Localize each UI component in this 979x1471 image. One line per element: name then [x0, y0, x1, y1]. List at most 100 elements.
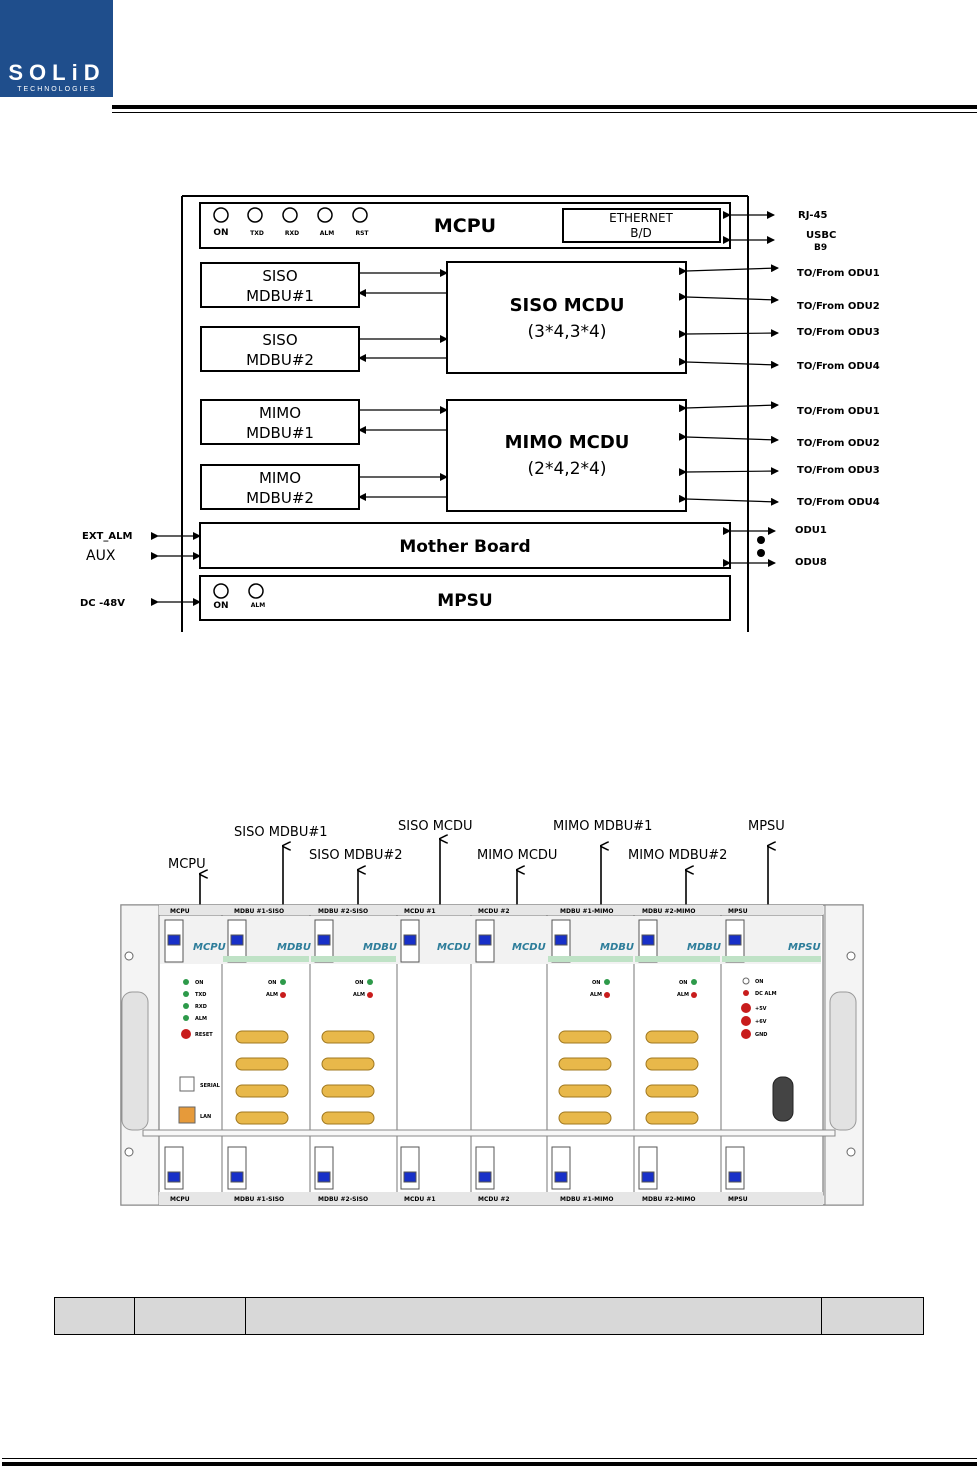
- mpsu-title: MPSU: [437, 591, 492, 611]
- svg-text:SISO: SISO: [262, 331, 297, 349]
- mpsu-led-label-alm: ALM: [251, 602, 265, 609]
- svg-text:TO/From ODU3: TO/From ODU3: [797, 327, 880, 338]
- svg-text:ALM: ALM: [677, 992, 689, 998]
- logo-name: SOLiD: [8, 60, 106, 85]
- mcpu-led-rst: [352, 207, 368, 223]
- rack-handle-left: [121, 991, 149, 1131]
- header-rule-thick: [112, 105, 977, 109]
- svg-text:RXD: RXD: [195, 1004, 207, 1010]
- mcpu-led-txd: [247, 207, 263, 223]
- svg-text:MDBU #1-MIMO: MDBU #1-MIMO: [560, 908, 613, 915]
- mcpu-led-label-txd: TXD: [250, 230, 264, 237]
- footer-rule-thick: [2, 1462, 977, 1466]
- table-header-cell: [54, 1297, 135, 1335]
- svg-text:MDBU #1-MIMO: MDBU #1-MIMO: [560, 1196, 613, 1203]
- svg-text:MCPU: MCPU: [193, 942, 226, 953]
- svg-text:MDBU #1-SISO: MDBU #1-SISO: [234, 1196, 284, 1203]
- ethernet-label-2: B/D: [630, 226, 652, 240]
- svg-text:TXD: TXD: [195, 992, 206, 998]
- latches-top: [164, 919, 745, 963]
- svg-text:MIMO: MIMO: [259, 469, 301, 487]
- svg-text:ON: ON: [268, 980, 276, 986]
- label-odu1: ODU1: [795, 525, 827, 536]
- svg-text:MDBU: MDBU: [363, 942, 397, 953]
- mcdu-odu-arrows: [678, 264, 779, 506]
- svg-text:ALM: ALM: [195, 1016, 207, 1022]
- svg-text:+6V: +6V: [755, 1019, 767, 1025]
- rack-mount-hole: [846, 1147, 856, 1157]
- table-header-row: [54, 1297, 924, 1335]
- svg-text:TO/From ODU2: TO/From ODU2: [797, 301, 880, 312]
- svg-text:MCDU #2: MCDU #2: [478, 1196, 510, 1203]
- svg-text:MDBU: MDBU: [277, 942, 311, 953]
- company-logo: SOLiD TECHNOLOGIES: [0, 0, 113, 97]
- mimo-mdbu-1-module: MIMO MDBU#1: [200, 399, 360, 445]
- mcpu-led-label-rxd: RXD: [285, 230, 299, 237]
- svg-text:MCDU #2: MCDU #2: [478, 908, 510, 915]
- svg-text:MDBU #2-MIMO: MDBU #2-MIMO: [642, 1196, 695, 1203]
- slot-labels-bottom: MCPU MDBU #1-SISO MDBU #2-SISO MCDU #1 M…: [170, 1196, 748, 1203]
- mpsu-led-on: [213, 583, 229, 599]
- mdbu-connectors: [235, 1030, 699, 1125]
- label-aux: AUX: [86, 548, 116, 564]
- mcpu-led-on: [213, 207, 229, 223]
- svg-text:GND: GND: [755, 1032, 767, 1038]
- mpsu-led-alm: [248, 583, 264, 599]
- svg-text:SERIAL: SERIAL: [200, 1083, 221, 1089]
- footer-rule-thin: [2, 1458, 977, 1459]
- label-b9: B9: [814, 243, 827, 253]
- rack-crossbar: [142, 1129, 836, 1137]
- svg-text:(2*4,2*4): (2*4,2*4): [528, 459, 607, 479]
- mcpu-led-alm: [317, 207, 333, 223]
- odu-labels: TO/From ODU1 TO/From ODU2 TO/From ODU3 T…: [797, 268, 880, 508]
- svg-text:ALM: ALM: [353, 992, 365, 998]
- callout-siso-mdbu-2: SISO MDBU#2: [309, 848, 403, 863]
- label-rj45: RJ-45: [798, 210, 828, 221]
- svg-text:MDBU#2: MDBU#2: [246, 489, 314, 507]
- ethernet-board: [562, 208, 721, 243]
- svg-text:SISO: SISO: [262, 267, 297, 285]
- svg-text:MCDU #1: MCDU #1: [404, 908, 436, 915]
- svg-text:MPSU: MPSU: [728, 908, 748, 915]
- svg-text:ALM: ALM: [590, 992, 602, 998]
- rack-mount-hole: [124, 951, 134, 961]
- label-usbc: USBC: [806, 230, 836, 241]
- svg-text:MCDU: MCDU: [512, 942, 546, 953]
- header-rule-thin: [112, 112, 977, 113]
- callout-mpsu: MPSU: [748, 819, 785, 834]
- block-diagram: ON TXD RXD ALM RST MCPU ETHERNET B/D RJ-…: [80, 195, 880, 632]
- svg-text:SISO MCDU: SISO MCDU: [510, 295, 625, 316]
- svg-text:ON: ON: [195, 980, 203, 986]
- callout-siso-mdbu-1: SISO MDBU#1: [234, 825, 328, 840]
- svg-text:TO/From ODU4: TO/From ODU4: [797, 361, 880, 372]
- mimo-mcdu-block: MIMO MCDU (2*4,2*4): [446, 399, 687, 512]
- callout-siso-mcdu: SISO MCDU: [398, 819, 473, 834]
- svg-text:TO/From ODU1: TO/From ODU1: [797, 268, 880, 279]
- mpsu-panel-leds: ON DC ALM +5V +6V GND: [741, 977, 777, 1039]
- mpsu-led-label-on: ON: [213, 601, 228, 611]
- slot-labels-top: MCPU MDBU #1-SISO MDBU #2-SISO MCDU #1 M…: [170, 908, 748, 915]
- svg-text:TO/From ODU4: TO/From ODU4: [797, 497, 880, 508]
- svg-text:MDBU #2-MIMO: MDBU #2-MIMO: [642, 908, 695, 915]
- mcpu-leds: ON TXD RXD ALM RST: [213, 207, 369, 238]
- svg-text:MCDU: MCDU: [437, 942, 471, 953]
- callout-mimo-mdbu-1: MIMO MDBU#1: [553, 819, 652, 834]
- svg-text:MDBU: MDBU: [687, 942, 721, 953]
- svg-text:TO/From ODU1: TO/From ODU1: [797, 406, 880, 417]
- svg-text:DC ALM: DC ALM: [755, 991, 777, 997]
- svg-text:MIMO: MIMO: [259, 404, 301, 422]
- table-header-cell: [244, 1297, 823, 1335]
- svg-text:MIMO MCDU: MIMO MCDU: [505, 432, 630, 453]
- svg-text:ON: ON: [355, 980, 363, 986]
- svg-text:+5V: +5V: [755, 1006, 767, 1012]
- label-dc-48v: DC -48V: [80, 598, 125, 609]
- svg-text:MDBU #1-SISO: MDBU #1-SISO: [234, 908, 284, 915]
- mcpu-panel-leds: ON TXD RXD ALM RESET SERIAL LAN: [178, 979, 221, 1124]
- svg-text:MCPU: MCPU: [170, 908, 190, 915]
- svg-text:TO/From ODU2: TO/From ODU2: [797, 438, 880, 449]
- siso-mcdu-block: SISO MCDU (3*4,3*4): [446, 261, 687, 374]
- rack-front-panel: MCPU SISO MDBU#1 SISO MDBU#2 SISO MCDU M…: [120, 819, 864, 1206]
- svg-text:MDBU#1: MDBU#1: [246, 424, 314, 442]
- table-header-cell: [133, 1297, 246, 1335]
- svg-text:MCPU: MCPU: [170, 1196, 190, 1203]
